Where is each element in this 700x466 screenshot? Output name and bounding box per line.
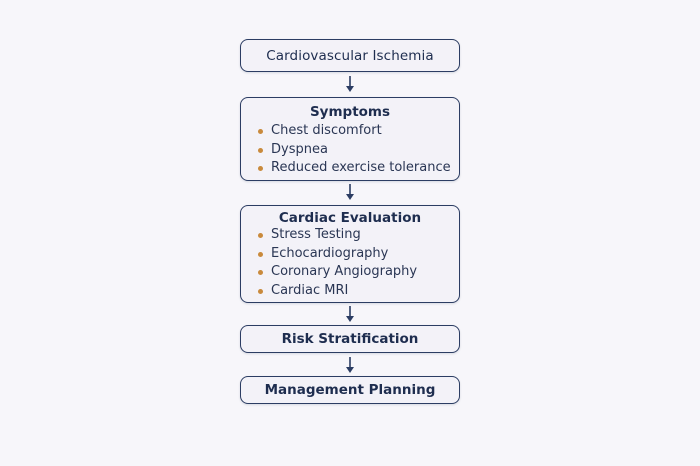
node-cardiovascular-ischemia: Cardiovascular Ischemia [240,39,460,72]
arrow-down-icon [344,355,356,375]
node-risk-stratification: Risk Stratification [240,325,460,353]
node-heading: Cardiac Evaluation [278,210,422,226]
list-item: Dyspnea [258,141,459,160]
bullet-icon [258,129,263,134]
bullet-icon [258,251,263,257]
node-cardiac-evaluation: Cardiac Evaluation Stress Testing Echoca… [240,205,460,303]
arrow-down-icon [344,74,356,94]
arrow-down-icon [344,304,356,324]
bullet-icon [258,270,263,275]
list-item: Stress Testing [258,226,459,245]
list-item: Chest discomfort [258,122,459,141]
list-item: Coronary Angiography [258,263,459,282]
arrow-down-icon [344,182,356,202]
symptoms-list: Chest discomfort Dyspnea Reduced exercis… [241,122,459,178]
node-management-planning: Management Planning [240,376,460,404]
bullet-icon [258,166,263,171]
node-heading: Symptoms [309,104,391,120]
node-title: Management Planning [264,382,436,398]
list-item: Cardiac MRI [258,282,459,301]
bullet-icon [258,233,263,238]
bullet-icon [258,288,263,294]
node-title: Risk Stratification [281,331,419,347]
bullet-icon [258,147,263,153]
list-item: Reduced exercise tolerance [258,159,459,178]
node-title: Cardiovascular Ischemia [266,47,434,64]
list-item: Echocardiography [258,245,459,264]
node-symptoms: Symptoms Chest discomfort Dyspnea Reduce… [240,97,460,181]
evaluation-list: Stress Testing Echocardiography Coronary… [241,226,459,300]
